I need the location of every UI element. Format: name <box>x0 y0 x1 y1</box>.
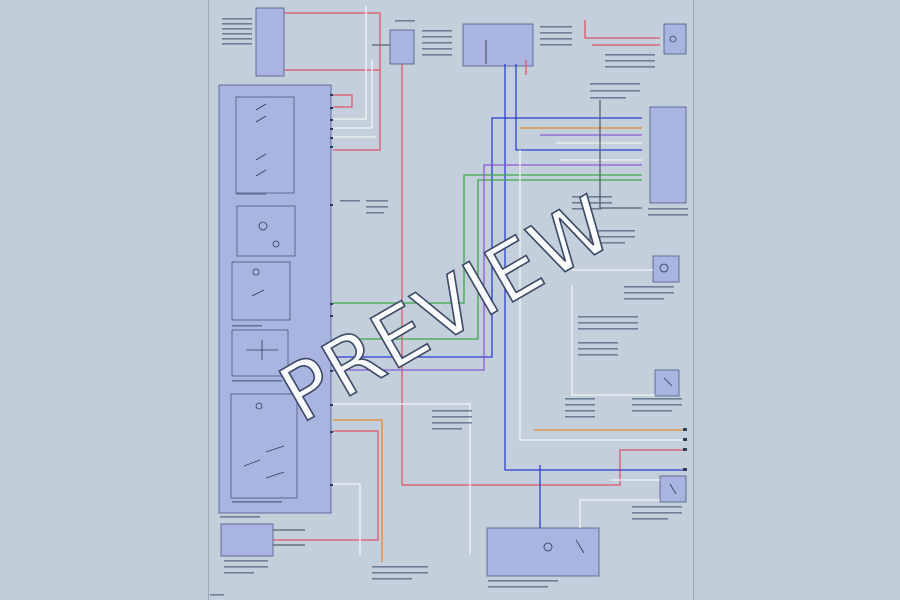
wires-blue <box>333 64 683 528</box>
wires-green <box>333 174 642 340</box>
bottom-left-module <box>220 523 274 557</box>
connector-pins-main <box>330 94 333 486</box>
resistor-sub <box>231 329 289 377</box>
sensor-top-right <box>663 23 687 55</box>
control-module-right <box>649 106 687 204</box>
top-right-junction <box>462 23 534 67</box>
wires-red <box>273 12 683 541</box>
wire-terminals-right <box>683 428 687 471</box>
wires-purple <box>333 134 642 371</box>
mode-switch-sub <box>230 393 298 499</box>
main-switch-block <box>218 84 332 514</box>
wires-gray <box>333 6 683 555</box>
ac-switch-sub <box>231 261 291 321</box>
sensor-lower-right <box>654 369 680 397</box>
wires-orange <box>333 127 683 562</box>
top-left-connector <box>255 7 285 77</box>
illumination-sub <box>236 205 296 257</box>
top-center-fuse <box>389 29 415 65</box>
label-marks <box>210 18 688 596</box>
sensor-mid-right <box>652 255 680 283</box>
bottom-center-module <box>486 527 600 577</box>
switch-symbols <box>243 35 677 554</box>
